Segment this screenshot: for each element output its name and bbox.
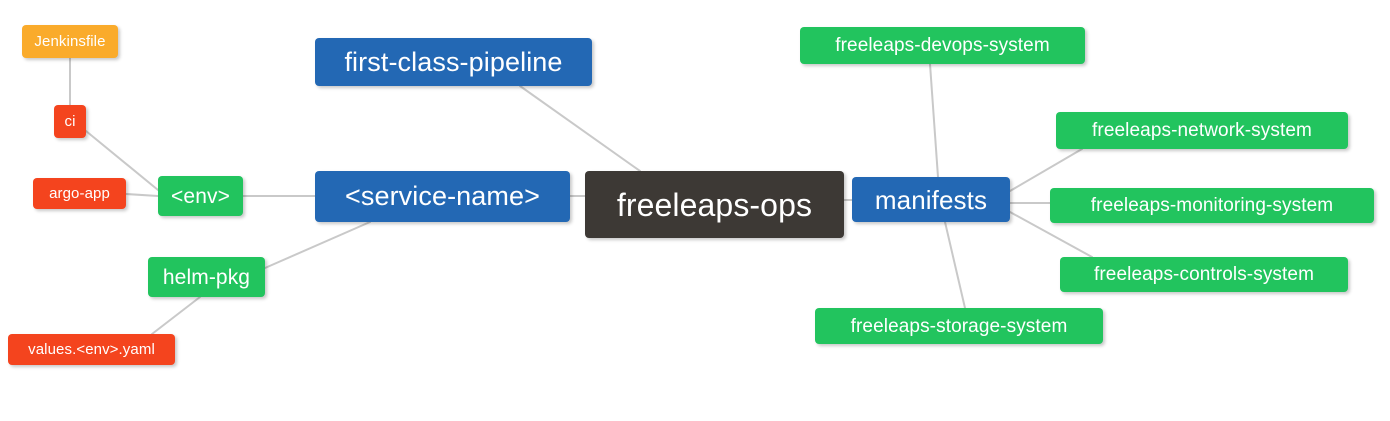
node-label: ci [64,113,76,130]
node-freeleaps-ops[interactable]: freeleaps-ops [585,171,844,238]
node-label: <env> [171,184,230,208]
edge-argo-app-to-env [125,193,159,197]
node-jenkinsfile[interactable]: Jenkinsfile [22,25,118,58]
node-label: freeleaps-storage-system [850,315,1068,337]
node-storage-system[interactable]: freeleaps-storage-system [815,308,1103,344]
node-label: values.<env>.yaml [28,341,155,358]
edge-service-name-to-helm-pkg [264,221,371,269]
node-label: freeleaps-ops [616,186,813,223]
node-values-yaml[interactable]: values.<env>.yaml [8,334,175,365]
node-label: freeleaps-network-system [1092,120,1312,141]
edge-manifests-to-network-system [1009,148,1083,192]
node-label: helm-pkg [162,265,251,289]
node-label: Jenkinsfile [34,33,106,50]
node-network-system[interactable]: freeleaps-network-system [1056,112,1348,149]
node-controls-system[interactable]: freeleaps-controls-system [1060,257,1348,292]
node-service-name[interactable]: <service-name> [315,171,570,222]
edge-first-class-pipeline-to-freeleaps-ops [519,85,641,172]
node-label: freeleaps-monitoring-system [1090,195,1334,216]
edge-manifests-to-devops-system [929,63,939,178]
node-label: first-class-pipeline [344,46,563,77]
node-env[interactable]: <env> [158,176,243,216]
node-manifests[interactable]: manifests [852,177,1010,222]
node-monitoring-system[interactable]: freeleaps-monitoring-system [1050,188,1374,223]
node-label: manifests [874,184,988,215]
node-label: freeleaps-devops-system [835,35,1050,56]
edge-manifests-to-storage-system [944,221,966,309]
node-first-class-pipeline[interactable]: first-class-pipeline [315,38,592,86]
node-ci[interactable]: ci [54,105,86,138]
node-label: freeleaps-controls-system [1093,264,1315,285]
node-label: <service-name> [345,181,540,211]
node-devops-system[interactable]: freeleaps-devops-system [800,27,1085,64]
edge-helm-pkg-to-values-yaml [151,296,201,335]
node-label: argo-app [49,185,110,202]
node-helm-pkg[interactable]: helm-pkg [148,257,265,297]
node-argo-app[interactable]: argo-app [33,178,126,209]
